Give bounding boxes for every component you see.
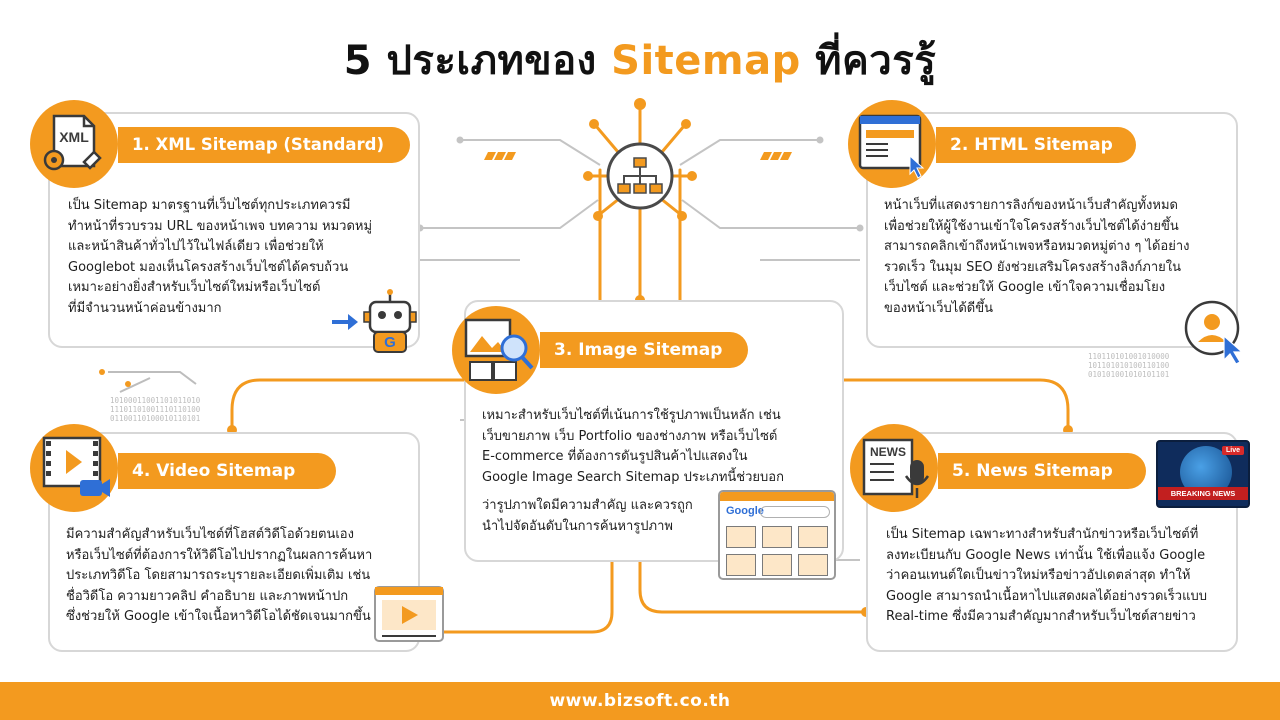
user-click-icon <box>1184 300 1244 365</box>
connector-card3-card4 <box>418 558 614 634</box>
card2-line: สามารถคลิกเข้าถึงหน้าเพจหรือหมวดหมู่ต่าง… <box>884 239 1190 254</box>
card5-line: Google สามารถนำเนื้อหาไปแสดงผลได้อย่างรว… <box>886 588 1207 604</box>
card5-line: เป็น Sitemap เฉพาะทางสำหรับสำนักข่าวหรือ… <box>886 527 1199 542</box>
title-prefix: 5 ประเภทของ <box>343 38 612 84</box>
card2-line: รวดเร็ว ในมุม SEO ยังช่วยเสริมโครงสร้างล… <box>884 259 1182 275</box>
card4-body: มีความสำคัญสำหรับเว็บไซต์ที่โฮสต์วิดีโอด… <box>66 525 414 628</box>
card4-line: ประเภทวิดีโอ โดยสามารถระบุรายละเอียดเพิ่… <box>66 568 371 583</box>
card3-line: Google Image Search Sitemap ประเภทนี้ช่ว… <box>482 469 784 485</box>
breaking-news-screen-icon: Live BREAKING NEWS <box>1156 440 1250 508</box>
html-page-icon <box>848 100 936 188</box>
card4-line: มีความสำคัญสำหรับเว็บไซต์ที่โฮสต์วิดีโอด… <box>66 527 354 542</box>
card1-line: และหน้าสินค้าทั่วไปไว้ในไฟล์เดียว เพื่อช… <box>68 239 324 254</box>
card3-body: เหมาะสำหรับเว็บไซต์ที่เน้นการใช้รูปภาพเป… <box>482 406 838 537</box>
page-title: 5 ประเภทของ Sitemap ที่ควรรู้ <box>0 28 1280 92</box>
card5-title: 5. News Sitemap <box>938 453 1146 489</box>
video-film-icon <box>30 424 118 512</box>
video-player-window-icon <box>374 586 444 642</box>
card2-body: หน้าเว็บที่แสดงรายการลิงก์ของหน้าเว็บสำค… <box>884 196 1232 319</box>
card2-line: เพื่อช่วยให้ผู้ใช้งานเข้าใจโครงสร้างเว็บ… <box>884 218 1179 234</box>
footer-url[interactable]: www.bizsoft.co.th <box>0 682 1280 720</box>
card5-line: ลงทะเบียนกับ Google News เท่านั้น ใช้เพื… <box>886 547 1206 563</box>
card3-line: เว็บขายภาพ เว็บ Portfolio ของช่างภาพ หรื… <box>482 428 778 444</box>
news-icon-label: NEWS <box>870 445 906 459</box>
live-badge: Live <box>1221 446 1244 455</box>
card1-line: Googlebot มองเห็นโครงสร้างเว็บไซต์ได้ครบ… <box>68 259 349 275</box>
card4-line: ชื่อวิดีโอ ความยาวคลิป คำอธิบาย และภาพหน… <box>66 588 349 604</box>
connector-card3-card5 <box>638 558 868 614</box>
binary-decoration-left: 10100011001101011010 1110110100111011010… <box>110 396 201 423</box>
google-logo: Google <box>726 505 764 517</box>
google-images-window-icon: Google <box>718 490 836 580</box>
news-microphone-icon: NEWS <box>850 424 938 512</box>
card2-line: ของหน้าเว็บได้ดีขึ้น <box>884 300 993 316</box>
card3-line: นำไปจัดอันดับในการค้นหารูปภาพ <box>482 518 673 534</box>
card3-line: E-commerce ที่ต้องการดันรูปสินค้าไปแสดงใ… <box>482 449 748 464</box>
card4-title: 4. Video Sitemap <box>118 453 336 489</box>
card3-title: 3. Image Sitemap <box>540 332 748 368</box>
title-accent: Sitemap <box>611 38 801 84</box>
card3-line: ว่ารูปภาพใดมีความสำคัญ และควรถูก <box>482 498 693 513</box>
card4-line: หรือเว็บไซต์ที่ต้องการให้วิดีโอไปปรากฏใน… <box>66 547 373 563</box>
card1-body: เป็น Sitemap มาตรฐานที่เว็บไซต์ทุกประเภท… <box>68 196 408 319</box>
card4-line: ซึ่งช่วยให้ Google เข้าใจเนื้อหาวิดีโอได… <box>66 609 371 624</box>
card2-title: 2. HTML Sitemap <box>936 127 1136 163</box>
google-robot-icon: G <box>332 289 417 353</box>
card1-line: เหมาะอย่างยิ่งสำหรับเว็บไซต์ใหม่หรือเว็บ… <box>68 280 321 295</box>
xml-file-icon: XML <box>30 100 118 188</box>
card5-line: ว่าคอนเทนต์ใดเป็นข่าวใหม่หรือข่าวอัปเดตล… <box>886 568 1191 583</box>
xml-icon-label: XML <box>59 129 89 145</box>
binary-decoration-right: 110110101001010000 101101010100110100 01… <box>1088 352 1170 379</box>
card1-line: ทำหน้าที่รวบรวม URL ของหน้าเพจ บทความ หม… <box>68 218 373 234</box>
card1-title: 1. XML Sitemap (Standard) <box>118 127 410 163</box>
card5-line: Real-time ซึ่งมีความสำคัญมากสำหรับเว็บไซ… <box>886 609 1196 624</box>
card2-line: เว็บไซต์ และช่วยให้ Google เข้าใจความเชื… <box>884 280 1166 295</box>
sitemap-hub-icon <box>583 98 697 221</box>
card1-line: ที่มีจำนวนหน้าค่อนข้างมาก <box>68 300 222 316</box>
svg-text:G: G <box>384 334 396 351</box>
title-suffix: ที่ควรรู้ <box>800 38 937 84</box>
card3-line: เหมาะสำหรับเว็บไซต์ที่เน้นการใช้รูปภาพเป… <box>482 408 781 423</box>
card2-line: หน้าเว็บที่แสดงรายการลิงก์ของหน้าเว็บสำค… <box>884 198 1178 213</box>
breaking-news-banner: BREAKING NEWS <box>1158 487 1248 500</box>
card5-body: เป็น Sitemap เฉพาะทางสำหรับสำนักข่าวหรือ… <box>886 525 1234 628</box>
image-search-icon <box>452 306 540 394</box>
card1-line: เป็น Sitemap มาตรฐานที่เว็บไซต์ทุกประเภท… <box>68 198 351 213</box>
